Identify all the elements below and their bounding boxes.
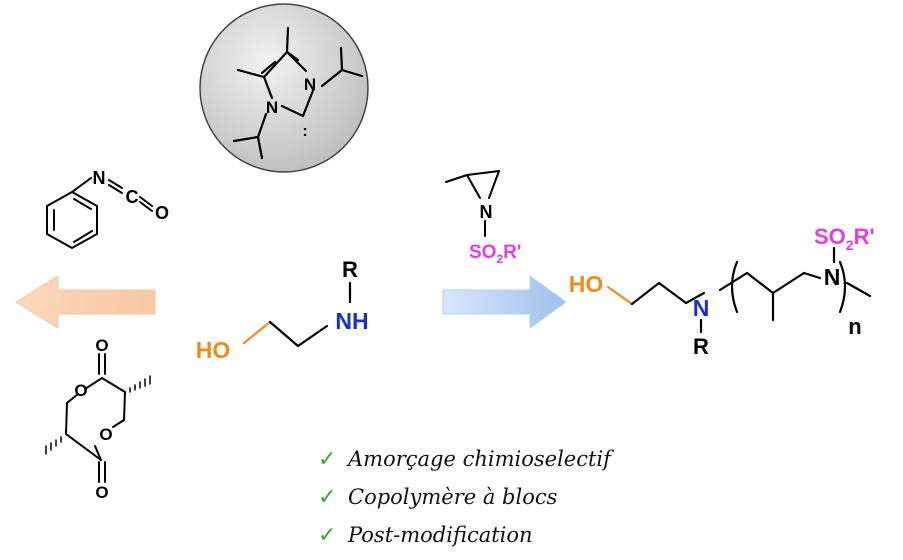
initiator-ho: HO: [196, 337, 231, 363]
lactide-o-ring1: O: [74, 381, 87, 400]
lactide-o-ring2: O: [99, 425, 112, 444]
advantages-list: ✓ Amorçage chimioselectif ✓ Copolymère à…: [318, 440, 611, 554]
list-item-label: Post-modification: [348, 523, 533, 547]
polymer-ho: HO: [569, 271, 604, 297]
polymer-n-main: N: [693, 295, 710, 321]
lactide-o-bottom: O: [95, 483, 108, 502]
arrow-left: [15, 275, 156, 329]
catalyst-atom-n2: N: [266, 98, 278, 117]
ethanolamine-initiator: R NH HO: [196, 257, 369, 363]
polymer-so2r: SO2R': [814, 224, 875, 253]
initiator-r: R: [342, 257, 358, 282]
lone-pair: :: [302, 123, 307, 140]
list-item: ✓ Copolymère à blocs: [318, 478, 611, 516]
arrow-right: [442, 275, 567, 329]
isocyanate-o: O: [155, 203, 169, 223]
aziridine-n: N: [480, 202, 493, 222]
phenyl-isocyanate: N C O: [46, 168, 169, 250]
isocyanate-c: C: [126, 187, 139, 207]
polymer-n-side: N: [824, 264, 841, 290]
lactide-o-top: O: [95, 336, 108, 355]
list-item-label: Amorçage chimioselectif: [348, 447, 611, 471]
sulfonyl-aziridine: N SO2R': [445, 170, 521, 266]
check-icon: ✓: [318, 522, 337, 548]
nhc-catalyst: N N :: [199, 3, 369, 173]
check-icon: ✓: [318, 446, 337, 472]
list-item-label: Copolymère à blocs: [348, 485, 558, 509]
lactide: O O O O: [45, 336, 151, 502]
catalyst-atom-n1: N: [304, 75, 316, 94]
polymer-r: R: [693, 334, 709, 359]
list-item: ✓ Post-modification: [318, 516, 611, 554]
initiator-nh: NH: [335, 308, 368, 334]
isocyanate-n: N: [93, 168, 106, 188]
list-item: ✓ Amorçage chimioselectif: [318, 440, 611, 478]
check-icon: ✓: [318, 484, 337, 510]
aziridine-so2r: SO2R': [469, 242, 521, 266]
polymer-repeat-n: n: [848, 314, 861, 339]
polymer-product: HO N R N SO2R' n: [569, 224, 875, 359]
catalyst-circle: [199, 3, 369, 173]
